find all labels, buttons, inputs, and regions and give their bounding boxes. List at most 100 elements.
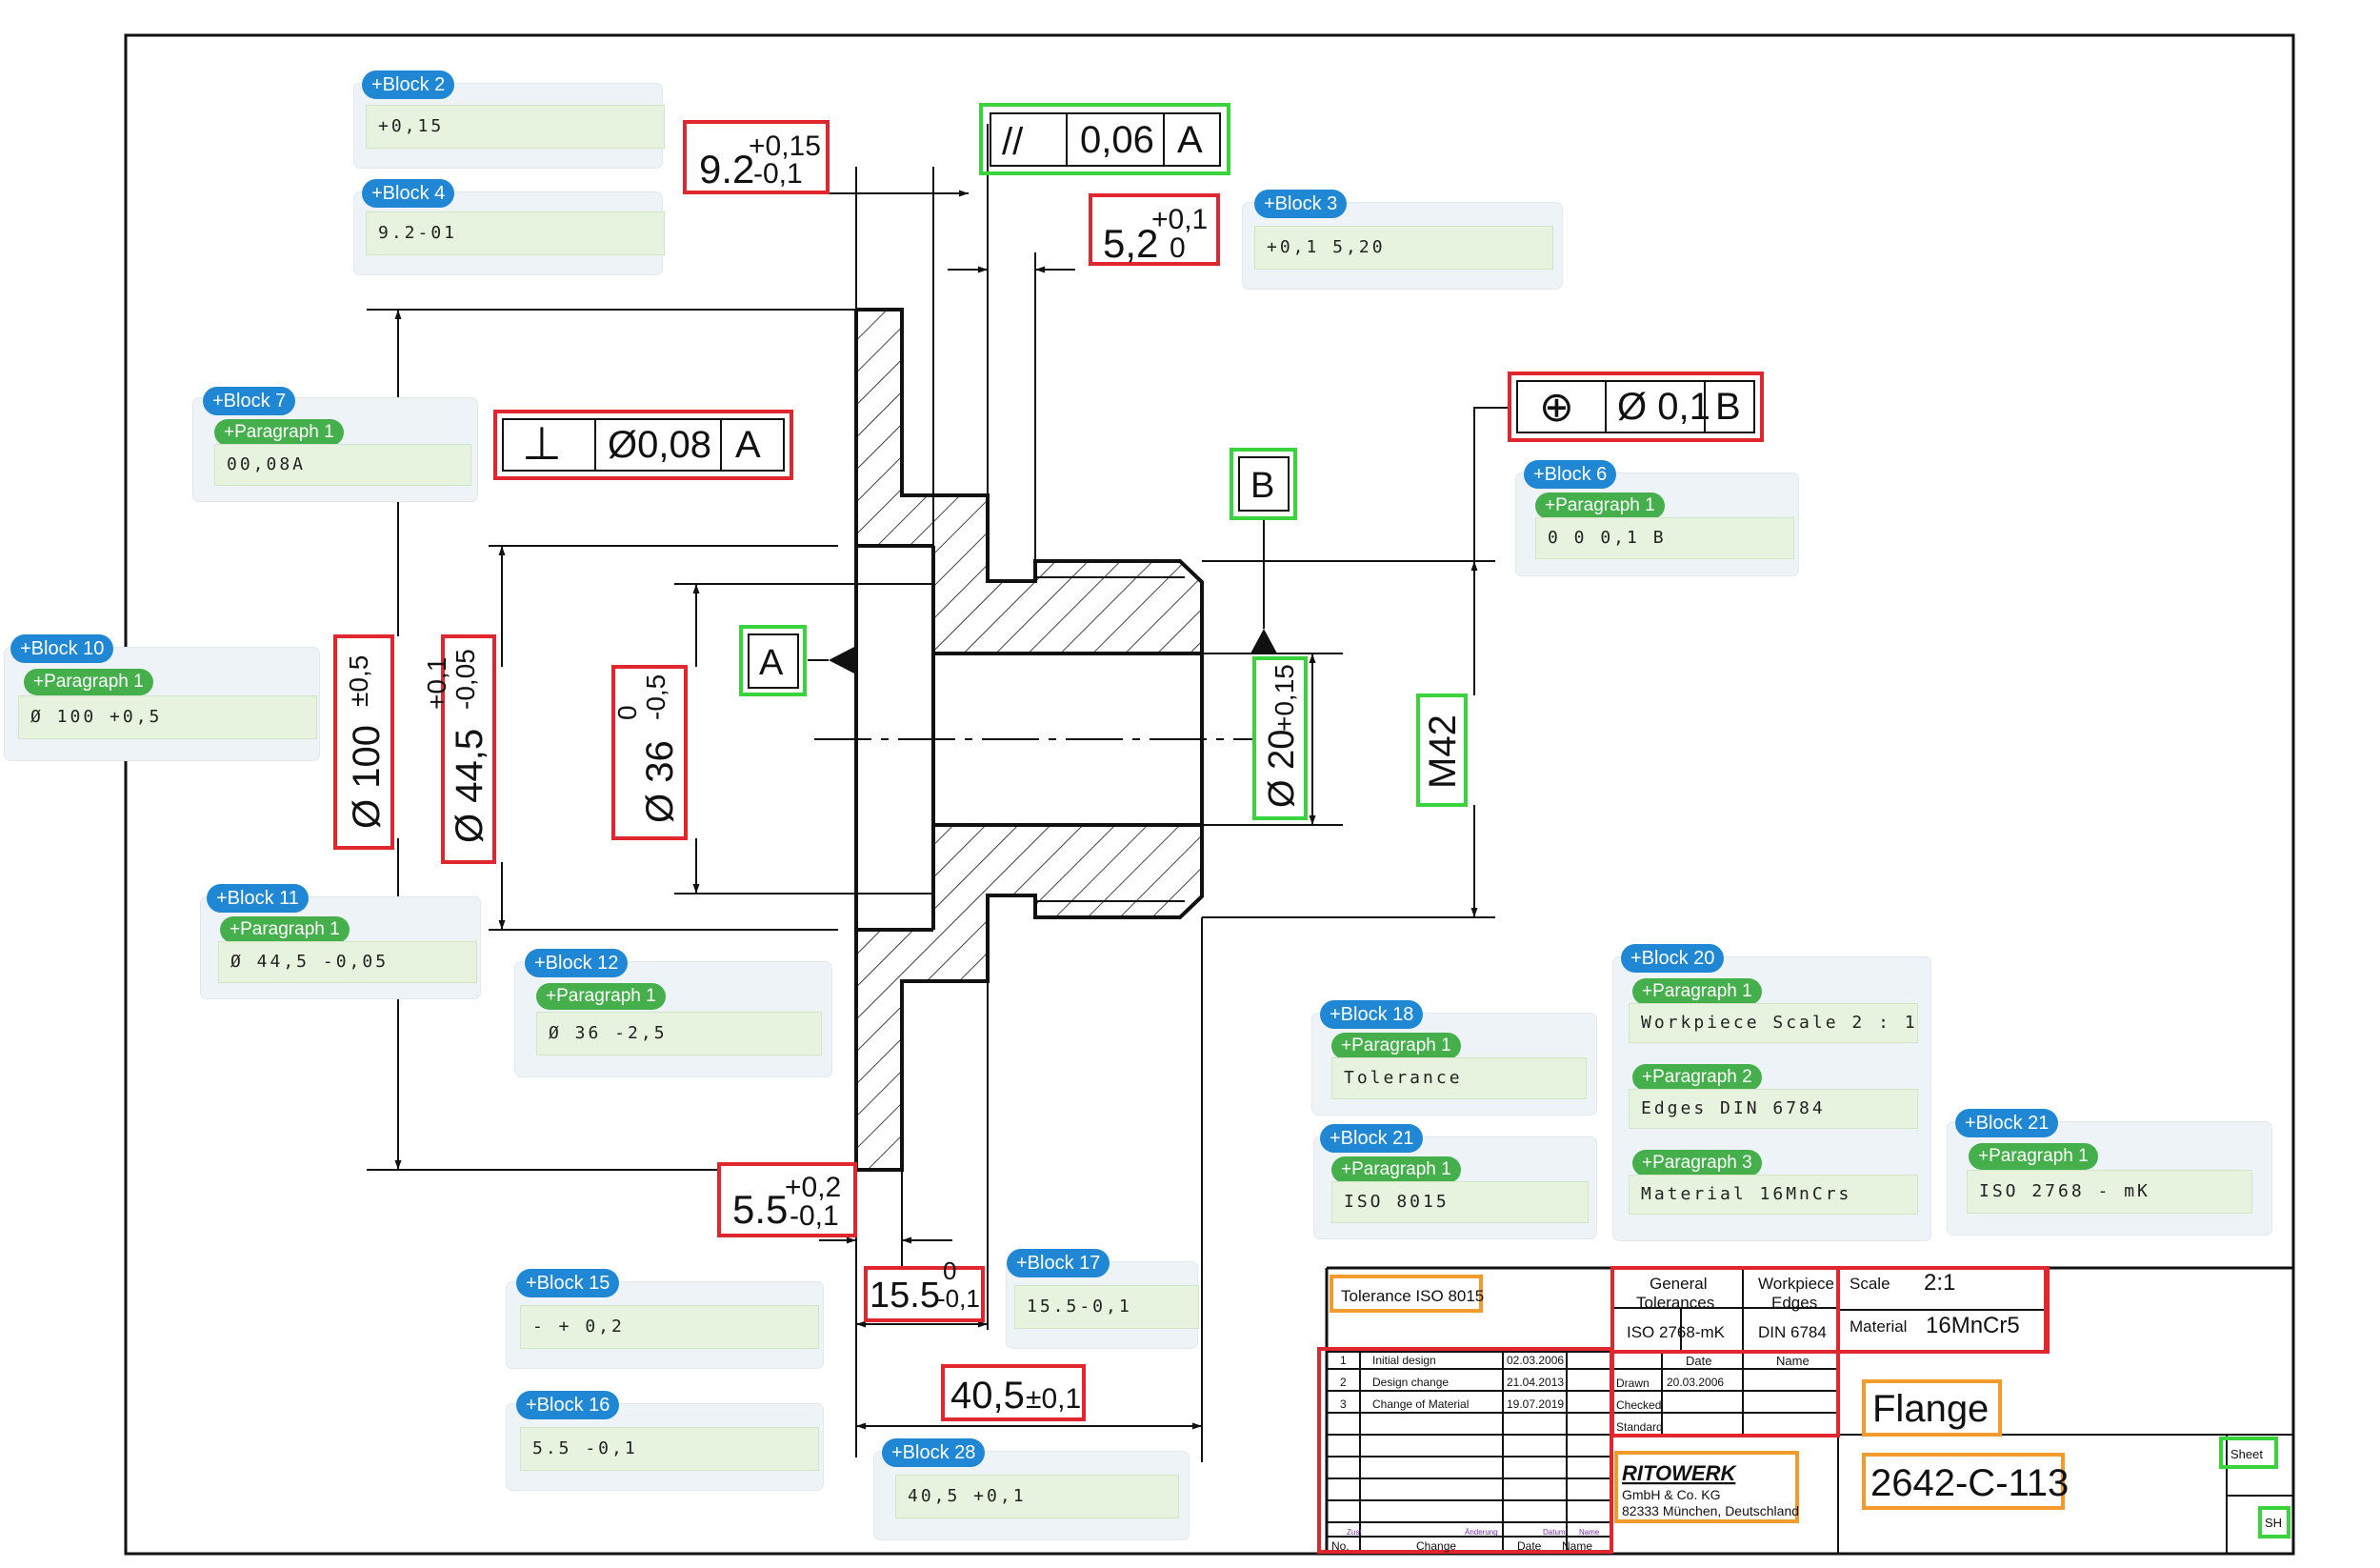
svg-text:ISO 2768-mK: ISO 2768-mK [1627,1323,1726,1341]
svg-text:2:1: 2:1 [1924,1270,1955,1296]
block-15[interactable]: +Block 15 - + 0,2 [507,1269,823,1368]
block-12[interactable]: +Block 12 +Paragraph 1 Ø 36 -2,5 [515,949,831,1076]
svg-text:M42: M42 [1422,714,1464,789]
block-text: 5.5 -0,1 [520,1427,819,1471]
part-number: 2642-C-113 [1870,1462,2069,1504]
tb-sh-box [2258,1506,2290,1538]
svg-text:Zust: Zust [1347,1528,1362,1537]
svg-text:20.03.2006: 20.03.2006 [1667,1376,1724,1389]
tb-drawn-box [1610,1350,1840,1437]
paragraph-tag: +Paragraph 1 [1331,1156,1461,1183]
svg-text:9.2: 9.2 [699,147,754,191]
block-tag: +Block 21 [1955,1109,2059,1137]
block-tag: +Block 16 [516,1391,620,1419]
svg-text:3: 3 [1340,1397,1347,1411]
svg-text:Date: Date [1517,1539,1542,1553]
svg-text:B: B [1715,386,1741,428]
dim-m42: M42 [1416,694,1468,807]
block-21-iso2768[interactable]: +Block 21 +Paragraph 1 ISO 2768 - mK [1948,1109,2271,1235]
svg-text:Ø 20: Ø 20 [1262,730,1302,808]
block-text: +0,15 [366,105,665,149]
block-28[interactable]: +Block 28 40,5 +0,1 [874,1438,1189,1539]
svg-text:5.5: 5.5 [732,1187,788,1232]
block-text: 9.2-01 [366,211,665,255]
fcf-position: ⊕ Ø 0,1 B [1508,372,1764,442]
svg-text:+0,15: +0,15 [749,131,821,162]
tb-tolerance-box [1330,1275,1483,1313]
block-tag: +Block 20 [1621,944,1725,973]
svg-text:02.03.2006: 02.03.2006 [1507,1354,1564,1367]
tb-sheet-box [2219,1437,2278,1469]
dimension-lines [367,124,1510,1462]
part-name: Flange [1872,1388,1989,1430]
svg-text:Edges: Edges [1771,1294,1817,1312]
block-tag: +Block 10 [10,634,114,663]
block-tag: +Block 6 [1524,460,1617,489]
dim-9-2: 9.2 +0,15 -0,1 [683,120,830,194]
block-text: - + 0,2 [520,1305,819,1349]
svg-text:DIN 6784: DIN 6784 [1758,1323,1827,1341]
block-2[interactable]: +Block 2 +0,15 [354,70,665,168]
block-tag: +Block 7 [203,387,296,415]
block-20[interactable]: +Block 20 +Paragraph 1 Workpiece Scale 2… [1613,944,1930,1240]
svg-text:GmbH & Co. KG: GmbH & Co. KG [1622,1487,1720,1502]
block-text: Edges DIN 6784 [1629,1089,1918,1129]
svg-text:Standard: Standard [1616,1420,1663,1434]
svg-text:A: A [735,424,761,466]
svg-text:5,2: 5,2 [1103,221,1158,266]
fcf-parallelism: // 0,06 A [979,103,1230,175]
fcf-perpendicularity: ⊥ Ø0,08 A [493,410,793,480]
block-7[interactable]: +Block 7 +Paragraph 1 00,08A [193,387,477,501]
block-3[interactable]: +Block 3 +0,1 5,20 [1243,190,1562,289]
block-text: Ø 36 -2,5 [536,1012,822,1055]
datum-a: A [739,625,807,696]
dim-20: Ø 20 +0,15 [1252,656,1308,820]
block-tag: +Block 11 [207,884,309,913]
block-16[interactable]: +Block 16 5.5 -0,1 [507,1391,823,1490]
svg-text:0: 0 [943,1256,956,1285]
hatch-flange-lower [856,825,1202,1170]
block-10[interactable]: +Block 10 +Paragraph 1 Ø 100 +0,5 [5,634,319,760]
svg-text:Material: Material [1850,1317,1907,1336]
svg-text:Name: Name [1562,1539,1592,1553]
tb-company-box [1614,1451,1799,1523]
paragraph-tag: +Paragraph 1 [1331,1033,1461,1059]
svg-text:Ø 36: Ø 36 [639,740,681,823]
svg-text:⊥: ⊥ [522,419,562,470]
svg-text:A: A [1177,119,1203,161]
dim-40-5: 40,5 ±0,1 [941,1364,1086,1421]
dim-44-5: Ø 44,5 +0,1 -0,05 [422,634,496,864]
svg-text:0,06: 0,06 [1080,119,1154,161]
svg-text:+0,1: +0,1 [1151,204,1208,235]
block-17[interactable]: +Block 17 15.5-0,1 [1007,1249,1199,1348]
block-6[interactable]: +Block 6 +Paragraph 1 0 0 0,1 B [1516,460,1798,575]
tb-scale-material-box [1836,1266,2048,1354]
block-text: Workpiece Scale 2 : 1 [1629,1003,1918,1043]
tb-partno-box [1862,1453,2065,1510]
block-text: Material 16MnCrs [1629,1175,1918,1215]
paragraph-tag: +Paragraph 3 [1632,1150,1762,1176]
dim-5-2: 5,2 +0,1 0 [1089,193,1220,266]
block-4[interactable]: +Block 4 9.2-01 [354,179,665,274]
dim-5-5: 5.5 +0,2 -0,1 [717,1162,857,1237]
block-tag: +Block 17 [1007,1249,1110,1277]
svg-text:Änderung: Änderung [1465,1528,1498,1537]
block-text: ISO 2768 - mK [1967,1170,2252,1214]
paragraph-tag: +Paragraph 2 [1632,1064,1762,1091]
block-text: Ø 100 +0,5 [18,695,317,739]
tb-revision-box [1317,1347,1613,1554]
block-11[interactable]: +Block 11 +Paragraph 1 Ø 44,5 -0,05 [201,884,480,998]
block-18[interactable]: +Block 18 +Paragraph 1 Tolerance [1312,1000,1596,1115]
block-tag: +Block 3 [1254,190,1348,218]
block-text: 15.5-0,1 [1014,1285,1199,1329]
svg-text:Scale: Scale [1850,1275,1890,1293]
block-21-iso8015[interactable]: +Block 21 +Paragraph 1 ISO 8015 [1314,1124,1596,1238]
svg-text:SH: SH [2265,1516,2282,1530]
block-text: +0,1 5,20 [1254,226,1553,270]
paragraph-tag: +Paragraph 1 [536,983,666,1010]
svg-text:Ø0,08: Ø0,08 [608,424,711,466]
svg-text:2: 2 [1340,1376,1347,1389]
block-tag: +Block 4 [362,179,455,208]
svg-text:Name: Name [1776,1354,1810,1368]
